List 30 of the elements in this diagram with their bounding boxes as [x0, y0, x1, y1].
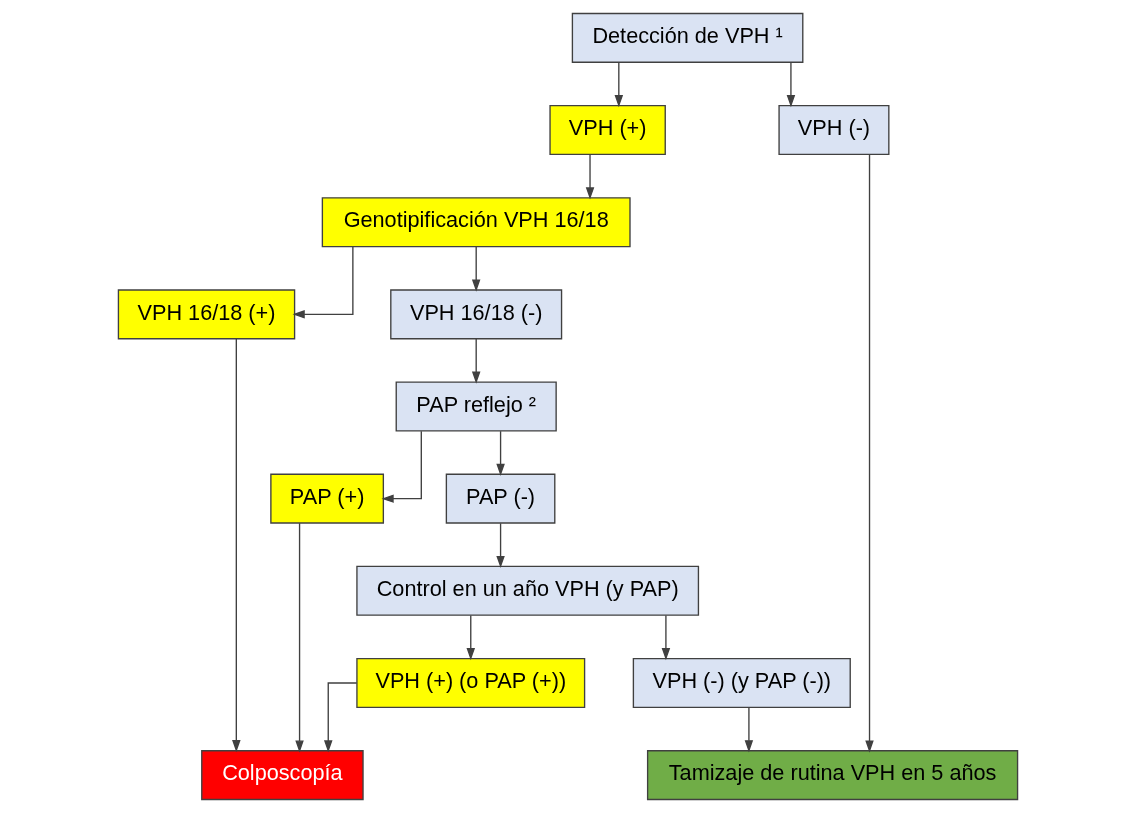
- node-box: VPH (+): [549, 104, 666, 156]
- arrow: [865, 153, 874, 753]
- arrow: [323, 682, 358, 753]
- arrow: [585, 154, 595, 200]
- node-box: VPH 16/18 (+): [117, 289, 296, 340]
- node-box: VPH (+) (o PAP (+)): [356, 657, 586, 709]
- arrow: [786, 61, 796, 108]
- node-box: Tamizaje de rutina VPH en 5 años: [646, 750, 1019, 801]
- node-box: PAP (+): [270, 473, 385, 524]
- arrow: [496, 522, 505, 569]
- arrow: [471, 246, 481, 292]
- arrow: [292, 246, 354, 319]
- node-box: PAP reflejo ²: [395, 381, 557, 432]
- node-box: VPH (-) (y PAP (-)): [632, 657, 851, 709]
- node-box: Detección de VPH ¹: [571, 12, 804, 63]
- node-box: PAP (-): [445, 473, 556, 524]
- arrow: [661, 614, 671, 661]
- node-box: Genotipificación VPH 16/18: [321, 197, 631, 248]
- arrow: [614, 61, 624, 108]
- node-box: VPH (-): [778, 104, 890, 156]
- arrow: [295, 522, 304, 753]
- node-box: VPH 16/18 (-): [390, 289, 563, 340]
- arrow: [471, 338, 481, 384]
- arrow: [232, 338, 241, 753]
- arrow: [744, 706, 754, 753]
- arrow: [496, 430, 505, 476]
- node-box: Colposcopía: [201, 750, 364, 801]
- arrow: [466, 614, 476, 661]
- arrow: [381, 430, 422, 503]
- node-box: Control en un año VPH (y PAP): [356, 565, 700, 616]
